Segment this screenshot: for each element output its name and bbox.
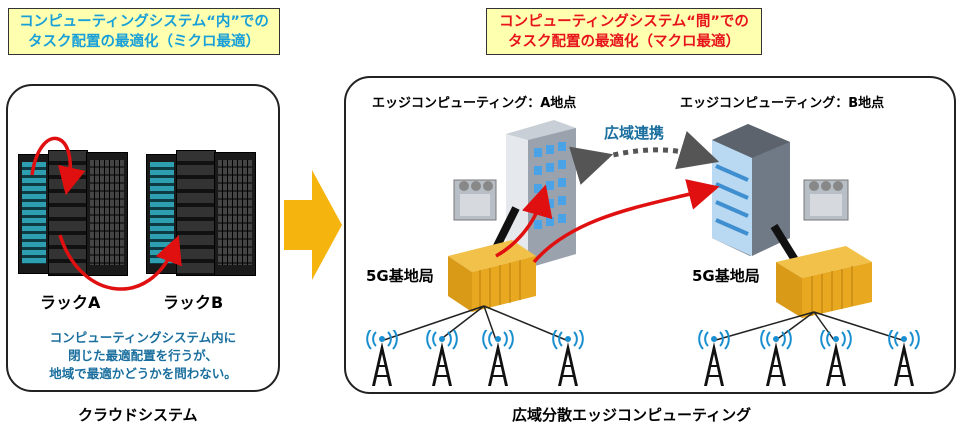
rack-b-unit-3 [214,152,256,276]
cloud-note-line3: 地域で最適かどうかを問わない。 [49,366,237,381]
base-station-a-label: 5G基地局 [366,267,434,285]
micro-banner-line1: コンピューティングシステム“内”での [19,14,269,30]
rack-a-unit-1 [18,154,50,274]
server-racks [18,150,270,280]
rack-b-label: ラックB [163,293,224,312]
micro-task-flow-arrows [30,136,182,291]
macro-banner-line1: コンピューティングシステム“間”での [499,14,749,30]
container-b-icon [776,246,872,318]
cloud-caption: クラウドシステム [78,406,198,424]
macro-optimization-banner: コンピューティングシステム“間”での タスク配置の最適化（マクロ最適） [486,8,762,55]
cooling-unit-a-icon [453,179,497,221]
wide-area-link-label: 広域連携 [604,124,665,142]
micro-banner-line2: タスク配置の最適化（ミクロ最適） [28,34,260,50]
macro-banner-line2: タスク配置の最適化（マクロ最適） [508,34,740,50]
edge-caption: 広域分散エッジコンピューティング [512,406,752,424]
container-a-icon [448,240,536,312]
base-station-b-label: 5G基地局 [692,267,760,285]
transition-arrow-icon [284,170,342,280]
tower-b1-icon [698,330,730,387]
tower-a1-icon [366,330,398,387]
rack-a-unit-3 [86,152,128,276]
micro-optimization-banner: コンピューティングシステム“内”での タスク配置の最適化（ミクロ最適） [8,8,280,55]
cloud-note: コンピューティングシステム内に 閉じた最適配置を行うが、 地域で最適かどうかを問… [20,329,266,383]
tower-a2-icon [426,330,458,387]
cooling-unit-b-icon [803,179,849,221]
site-b-label: エッジコンピューティング：B地点 [680,96,885,111]
cloud-note-line1: コンピューティングシステム内に [49,330,237,345]
tower-b3-icon [820,330,852,387]
tower-a3-icon [482,330,514,387]
tower-a4-icon [552,330,584,387]
tower-b4-icon [888,330,920,387]
site-a-label: エッジコンピューティング：A地点 [372,96,577,111]
rack-a-label: ラックA [40,293,101,312]
edge-computing-panel [344,76,956,394]
edge-network-diagram [383,120,903,341]
building-b-icon [712,124,790,256]
cloud-note-line2: 閉じた最適配置を行うが、 [68,348,218,363]
antenna-towers [366,330,920,387]
tower-b2-icon [760,330,792,387]
